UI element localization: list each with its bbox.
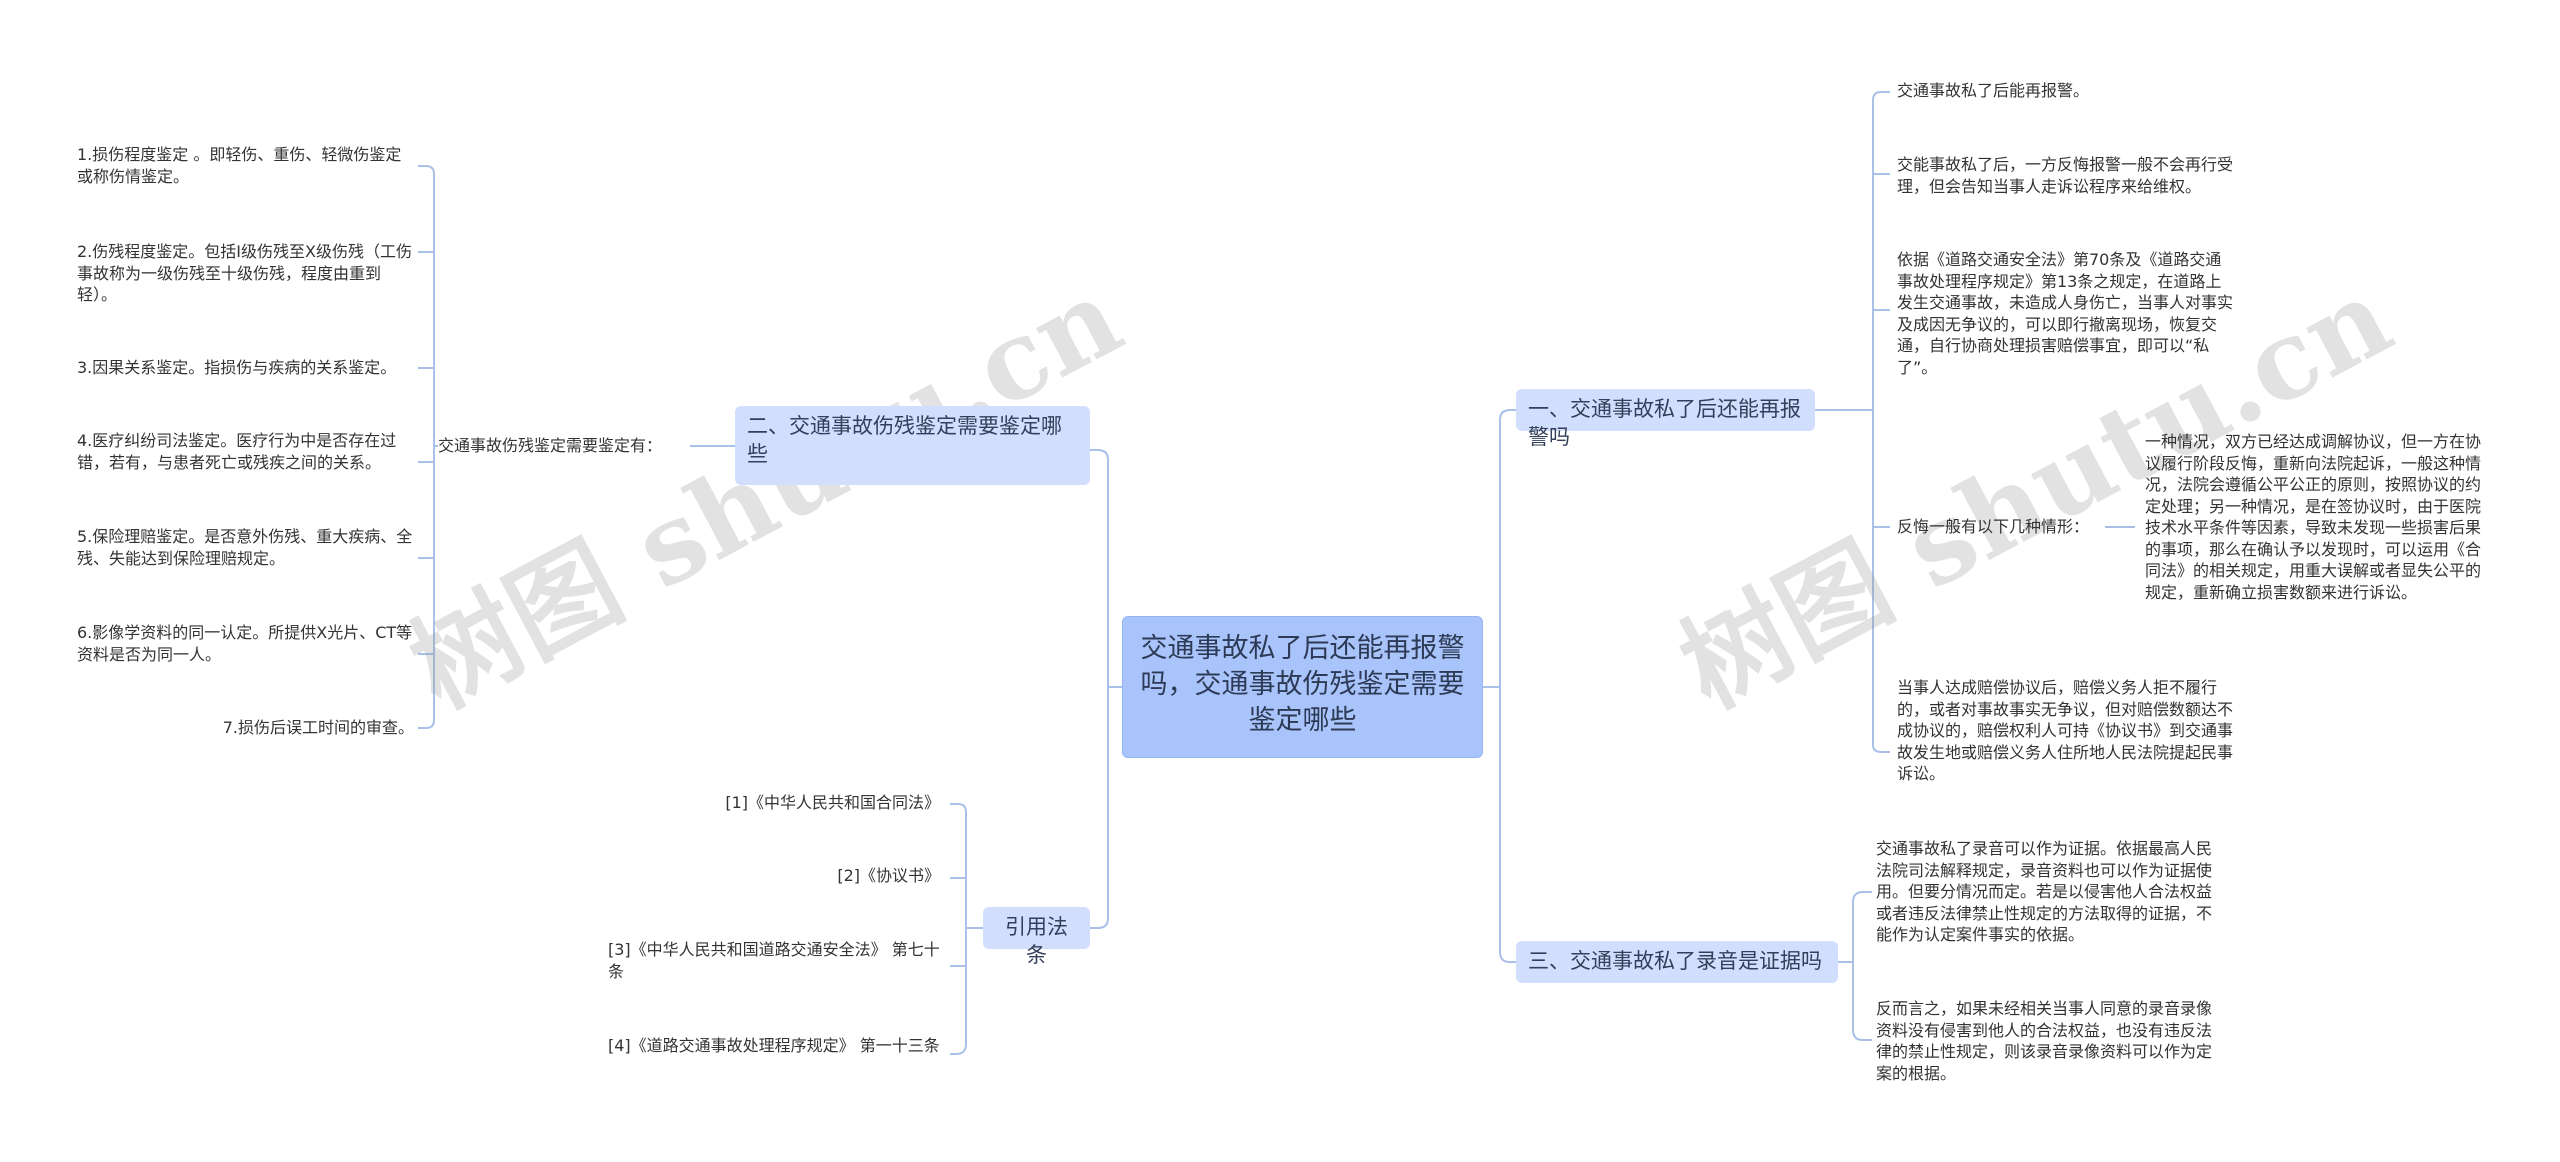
- left1-item-1: 1.损伤程度鉴定 。即轻伤、重伤、轻微伤鉴定或称伤情鉴定。: [77, 145, 402, 186]
- left1-sub-label: 交通事故伤残鉴定需要鉴定有：: [438, 436, 663, 455]
- left2-item-3: [3]《中华人民共和国道路交通安全法》 第七十条: [608, 940, 940, 981]
- right2-item-2: 反而言之，如果未经相关当事人同意的录音录像资料没有侵害到他人的合法权益，也没有违…: [1876, 999, 2213, 1083]
- right1-item-1: 交通事故私了后能再报警。: [1897, 81, 2090, 100]
- branch-left-1[interactable]: 二、交通事故伤残鉴定需要鉴定哪些: [735, 406, 1090, 485]
- left1-item-6: 6.影像学资料的同一认定。所提供X光片、CT等资料是否为同一人。: [77, 623, 413, 664]
- left1-item-2: 2.伤残程度鉴定。包括Ⅰ级伤残至Ⅹ级伤残（工伤事故称为一级伤残至十级伤残，程度由…: [77, 242, 412, 304]
- root-node[interactable]: 交通事故私了后还能再报警吗，交通事故伤残鉴定需要鉴定哪些: [1122, 616, 1483, 758]
- right2-item-1: 交通事故私了录音可以作为证据。依据最高人民法院司法解释规定，录音资料也可以作为证…: [1876, 839, 2213, 944]
- right1-item-2: 交能事故私了后，一方反悔报警一般不会再行受理，但会告知当事人走诉讼程序来给维权。: [1897, 155, 2234, 196]
- branch-right-1[interactable]: 一、交通事故私了后还能再报警吗: [1516, 389, 1815, 449]
- left1-item-5: 5.保险理赔鉴定。是否意外伤残、重大疾病、全残、失能达到保险理赔规定。: [77, 527, 413, 568]
- left2-item-2: [2]《协议书》: [837, 866, 940, 885]
- branch-left-2[interactable]: 引用法条: [983, 907, 1090, 967]
- left1-item-7: 7.损伤后误工时间的审查。: [222, 718, 414, 737]
- right1-item-3: 依据《道路交通安全法》第70条及《道路交通事故处理程序规定》第13条之规定，在道…: [1897, 250, 2234, 377]
- left1-item-4: 4.医疗纠纷司法鉴定。医疗行为中是否存在过错，若有，与患者死亡或残疾之间的关系。: [77, 431, 397, 472]
- left1-item-3: 3.因果关系鉴定。指损伤与疾病的关系鉴定。: [77, 358, 397, 377]
- left2-item-1: [1]《中华人民共和国合同法》: [725, 793, 940, 812]
- branch-right-2[interactable]: 三、交通事故私了录音是证据吗: [1516, 941, 1838, 983]
- right1-item-4: 反悔一般有以下几种情形：: [1897, 517, 2090, 536]
- right1-item-5: 当事人达成赔偿协议后，赔偿义务人拒不履行的，或者对事故事实无争议，但对赔偿数额达…: [1897, 678, 2234, 783]
- right1-sub-item: 一种情况，双方已经达成调解协议，但一方在协议履行阶段反悔，重新向法院起诉，一般这…: [2145, 432, 2482, 602]
- left2-item-4: [4]《道路交通事故处理程序规定》 第一十三条: [608, 1036, 940, 1055]
